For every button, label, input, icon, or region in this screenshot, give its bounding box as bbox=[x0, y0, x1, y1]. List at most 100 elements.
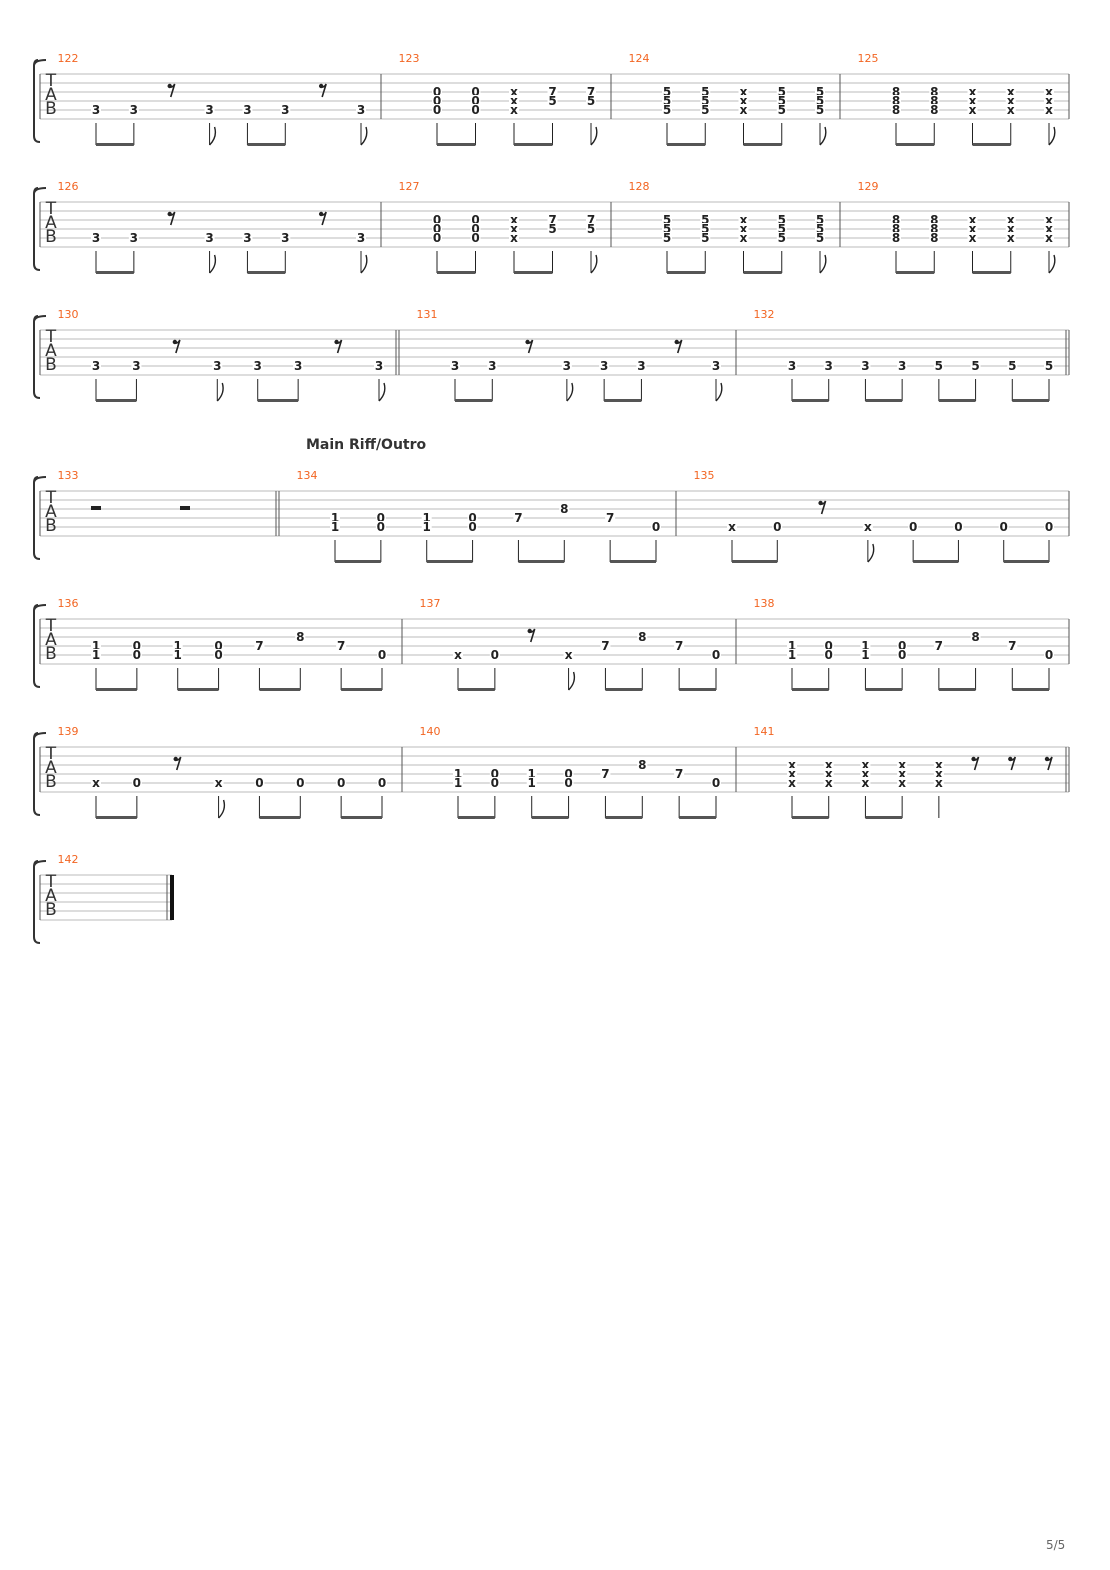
eighth-rest bbox=[318, 211, 327, 226]
tab-clef-letter: A bbox=[45, 341, 57, 361]
fret-number: 7 bbox=[337, 639, 345, 653]
note-flag bbox=[218, 799, 226, 819]
fret-number: x bbox=[510, 231, 518, 245]
note-flag bbox=[360, 126, 368, 146]
fret-number: 3 bbox=[488, 359, 496, 373]
tab-clef-letter: T bbox=[45, 71, 57, 91]
eighth-rest bbox=[1008, 756, 1017, 771]
note-flag bbox=[1048, 126, 1056, 146]
eighth-rest bbox=[167, 83, 176, 98]
fret-number: x bbox=[1007, 213, 1015, 227]
fret-number: 5 bbox=[663, 222, 671, 236]
fret-number: 5 bbox=[816, 103, 824, 117]
fret-number: 5 bbox=[701, 103, 709, 117]
fret-number: x bbox=[740, 85, 748, 99]
beam bbox=[518, 560, 565, 563]
fret-number: 5 bbox=[548, 222, 556, 236]
fret-number: 8 bbox=[892, 103, 900, 117]
fret-number: 0 bbox=[954, 520, 962, 534]
fret-number: x bbox=[1045, 85, 1053, 99]
note-flag bbox=[209, 254, 217, 274]
fret-number: x bbox=[1007, 231, 1015, 245]
fret-number: 5 bbox=[778, 103, 786, 117]
fret-number: x bbox=[969, 94, 977, 108]
fret-number: 0 bbox=[378, 648, 386, 662]
fret-number: 5 bbox=[663, 231, 671, 245]
fret-number: x bbox=[862, 767, 870, 781]
fret-number: 0 bbox=[1000, 520, 1008, 534]
fret-number: 1 bbox=[528, 767, 536, 781]
note-flag bbox=[867, 543, 875, 563]
fret-number: 8 bbox=[930, 213, 938, 227]
fret-number: 8 bbox=[930, 222, 938, 236]
fret-number: x bbox=[510, 222, 518, 236]
tab-clef-letter: B bbox=[45, 516, 57, 536]
measure-number: 133 bbox=[58, 469, 79, 482]
beam bbox=[865, 688, 903, 691]
eighth-rest bbox=[525, 339, 534, 354]
system-bracket bbox=[33, 860, 47, 944]
fret-number: 3 bbox=[294, 359, 302, 373]
fret-number: 0 bbox=[898, 639, 906, 653]
fret-number: 5 bbox=[778, 85, 786, 99]
fret-number: 0 bbox=[825, 639, 833, 653]
fret-number: 3 bbox=[825, 359, 833, 373]
fret-number: 0 bbox=[133, 776, 141, 790]
measure-number: 125 bbox=[858, 52, 879, 65]
fret-number: x bbox=[1007, 103, 1015, 117]
fret-number: 0 bbox=[433, 85, 441, 99]
beam bbox=[96, 399, 137, 402]
fret-number: x bbox=[510, 213, 518, 227]
fret-number: 5 bbox=[816, 85, 824, 99]
measure-number: 132 bbox=[754, 308, 775, 321]
fret-number: 0 bbox=[491, 767, 499, 781]
measure-number: 136 bbox=[58, 597, 79, 610]
beam bbox=[913, 560, 959, 563]
fret-number: 0 bbox=[433, 103, 441, 117]
fret-number: 5 bbox=[816, 213, 824, 227]
fret-number: 1 bbox=[174, 639, 182, 653]
fret-number: 1 bbox=[528, 776, 536, 790]
fret-number: 7 bbox=[935, 639, 943, 653]
fret-number: 3 bbox=[130, 103, 138, 117]
fret-number: 1 bbox=[92, 639, 100, 653]
fret-number: 5 bbox=[701, 85, 709, 99]
fret-number: x bbox=[898, 776, 906, 790]
fret-number: 3 bbox=[205, 231, 213, 245]
measure-number: 134 bbox=[297, 469, 318, 482]
fret-number: x bbox=[862, 776, 870, 790]
beam bbox=[177, 688, 219, 691]
eighth-rest bbox=[318, 83, 327, 98]
beam bbox=[341, 688, 382, 691]
fret-number: 7 bbox=[587, 213, 595, 227]
fret-number: 8 bbox=[560, 502, 568, 516]
fret-number: x bbox=[740, 94, 748, 108]
fret-number: x bbox=[1007, 94, 1015, 108]
beam bbox=[679, 816, 716, 819]
fret-number: 7 bbox=[606, 511, 614, 525]
fret-number: x bbox=[969, 213, 977, 227]
half-rest bbox=[180, 506, 190, 510]
beam bbox=[514, 271, 553, 274]
fret-number: 3 bbox=[898, 359, 906, 373]
fret-number: 0 bbox=[564, 776, 572, 790]
fret-number: x bbox=[788, 776, 796, 790]
note-flag bbox=[819, 254, 827, 274]
beam bbox=[341, 816, 382, 819]
fret-number: 0 bbox=[433, 94, 441, 108]
fret-number: 1 bbox=[331, 520, 339, 534]
fret-number: 0 bbox=[214, 639, 222, 653]
note-flag bbox=[715, 382, 723, 402]
